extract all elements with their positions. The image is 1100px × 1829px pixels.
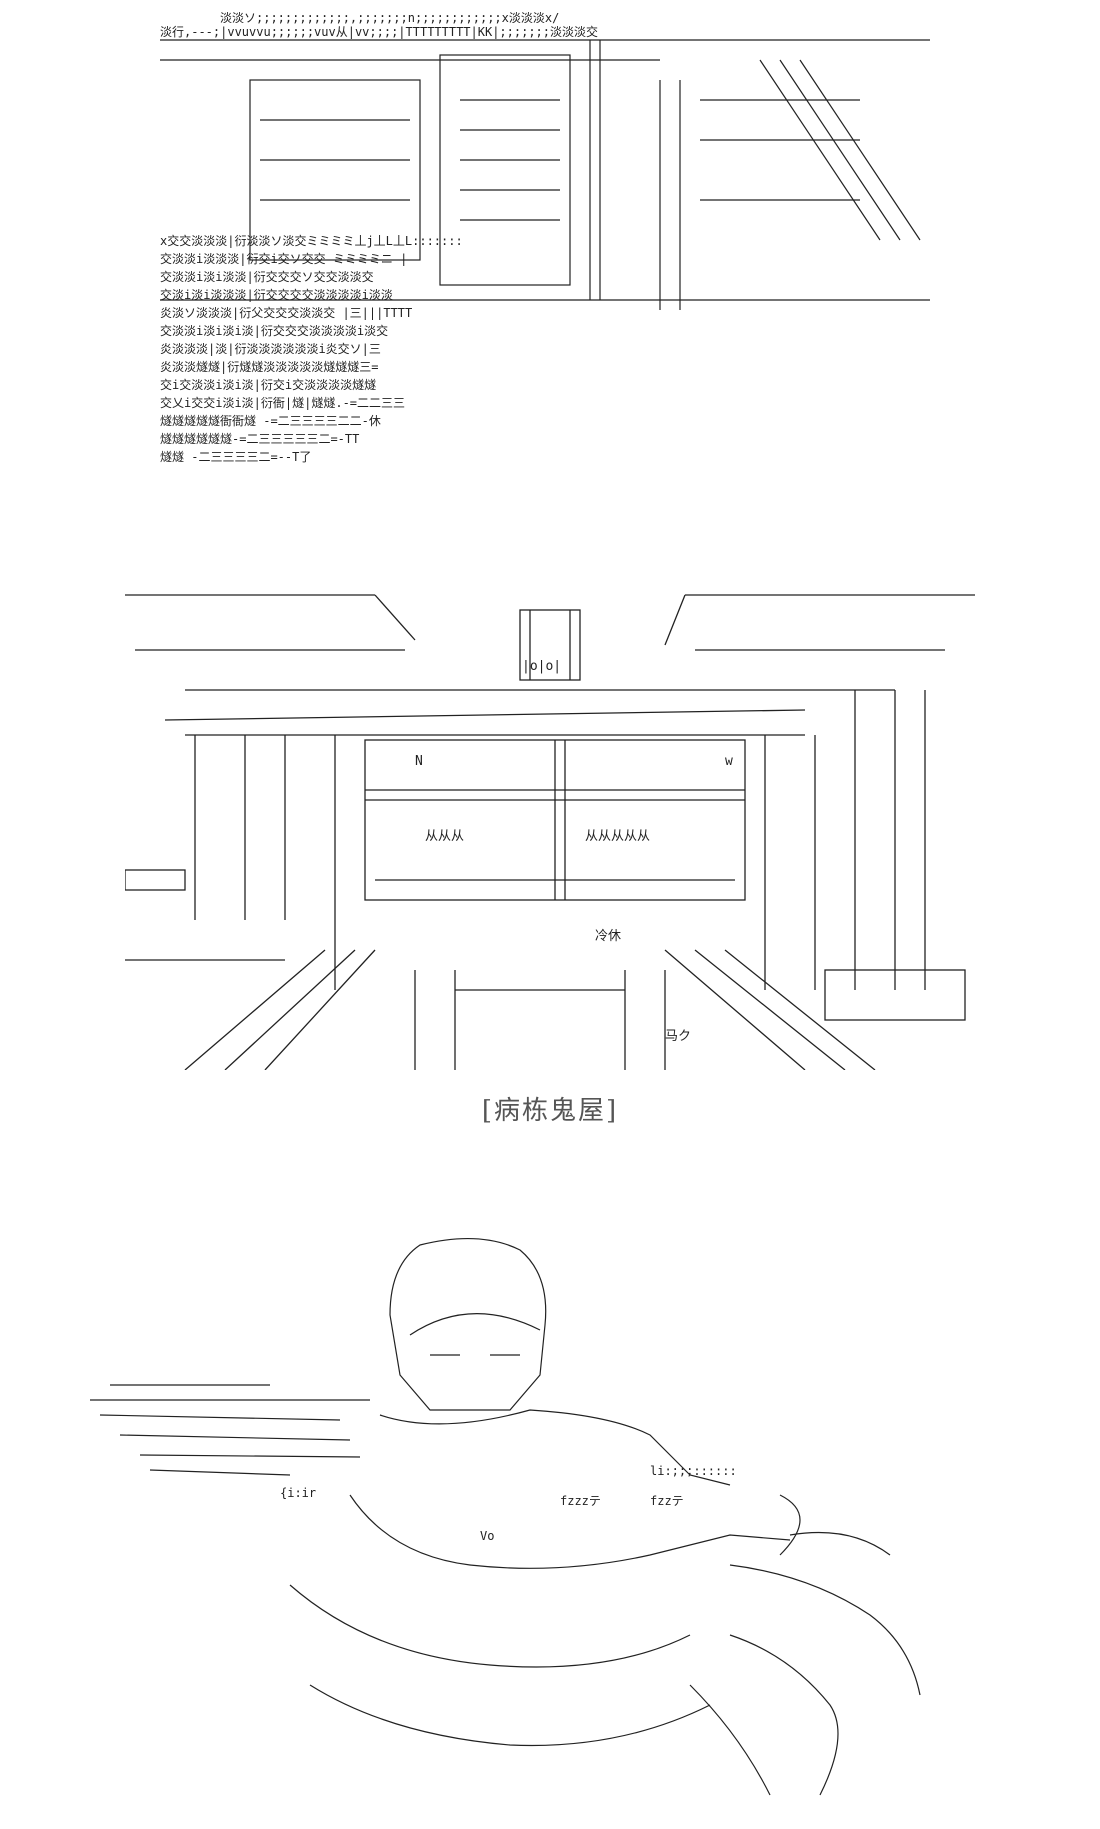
city-row: 炎淡淡燧燧|衍燧燧淡淡淡淡淡燧燧燧三= [160, 360, 378, 374]
hall-label: w [725, 754, 733, 769]
figure-text: {i:ir [280, 1486, 316, 1500]
hallway-ascii-art: |o|o| N w 冷休 马ク 从从从 从从从从从 [125, 594, 975, 1070]
city-row: 交淡淡i淡淡淡|衍交i交ソ交交 ミミミミニ | [160, 251, 407, 266]
scene-caption: [病栋鬼屋] [481, 1096, 619, 1126]
hall-label: 从从从 [425, 829, 464, 844]
hall-label: 冷休 [595, 929, 621, 944]
hallway-ascii-art-panel: |o|o| N w 冷休 马ク 从从从 从从从从从 [125, 590, 985, 1070]
figure-text: fzzテ [650, 1494, 684, 1508]
figure-text: Vo [480, 1529, 494, 1543]
city-row: 燧燧燧燧燧衙衙燧 -=二三三三三二二-休 [160, 414, 381, 428]
city-row: 淡淡ソ;;;;;;;;;;;;;,;;;;;;;n;;;;;;;;;;;;x淡淡… [220, 11, 559, 25]
city-row: 燧燧燧燧燧燧-=二三三三三三二=-TT [160, 432, 359, 446]
city-row: 燧燧 -二三三三三二=--T了 [160, 450, 311, 464]
city-row: 淡行,---;|vvuvvu;;;;;;vuv从|vv;;;;|TTTTTTTT… [160, 24, 598, 39]
city-row: 炎淡ソ淡淡淡|衍父交交交淡淡交 |三|||TTTT [160, 305, 412, 320]
hall-sign: |o|o| [522, 659, 561, 674]
city-row: 交i交淡淡i淡i淡|衍交i交淡淡淡淡燧燧 [160, 377, 376, 392]
city-row: x交交淡淡淡|衍淡淡ソ淡交ミミミミ丄j丄L丄L::::::: [160, 233, 463, 248]
city-ascii-art-panel: 淡淡ソ;;;;;;;;;;;;;,;;;;;;;n;;;;;;;;;;;;x淡淡… [160, 0, 930, 480]
figure-ascii-art-panel: fzzzテ fzzテ {i:ir Vo li:;;;:::::: [90, 1235, 1010, 1829]
city-row: 交淡淡i淡i淡淡|衍交交交ソ交交淡淡交 [160, 269, 374, 284]
city-ascii-art: 淡淡ソ;;;;;;;;;;;;;,;;;;;;;n;;;;;;;;;;;;x淡淡… [160, 11, 930, 464]
city-row: 交淡i淡i淡淡淡|衍交交交交淡淡淡淡i淡淡 [160, 287, 393, 302]
city-row: 交淡淡i淡i淡i淡|衍交交交淡淡淡淡i淡交 [160, 323, 388, 338]
figure-text: li:;;;:::::: [650, 1464, 737, 1478]
hall-label: 马ク [665, 1029, 691, 1044]
hall-label: 从从从从从 [585, 829, 650, 844]
city-row: 炎淡淡淡|淡|衍淡淡淡淡淡淡i炎交ソ|三 [160, 341, 381, 356]
figure-text: fzzzテ [560, 1494, 601, 1508]
figure-ascii-art: fzzzテ fzzテ {i:ir Vo li:;;;:::::: [90, 1237, 921, 1796]
city-row: 交乂i交交i淡i淡|衍衙|燧|燧燧.-=二二三三 [160, 395, 405, 410]
hall-label: N [415, 754, 423, 769]
